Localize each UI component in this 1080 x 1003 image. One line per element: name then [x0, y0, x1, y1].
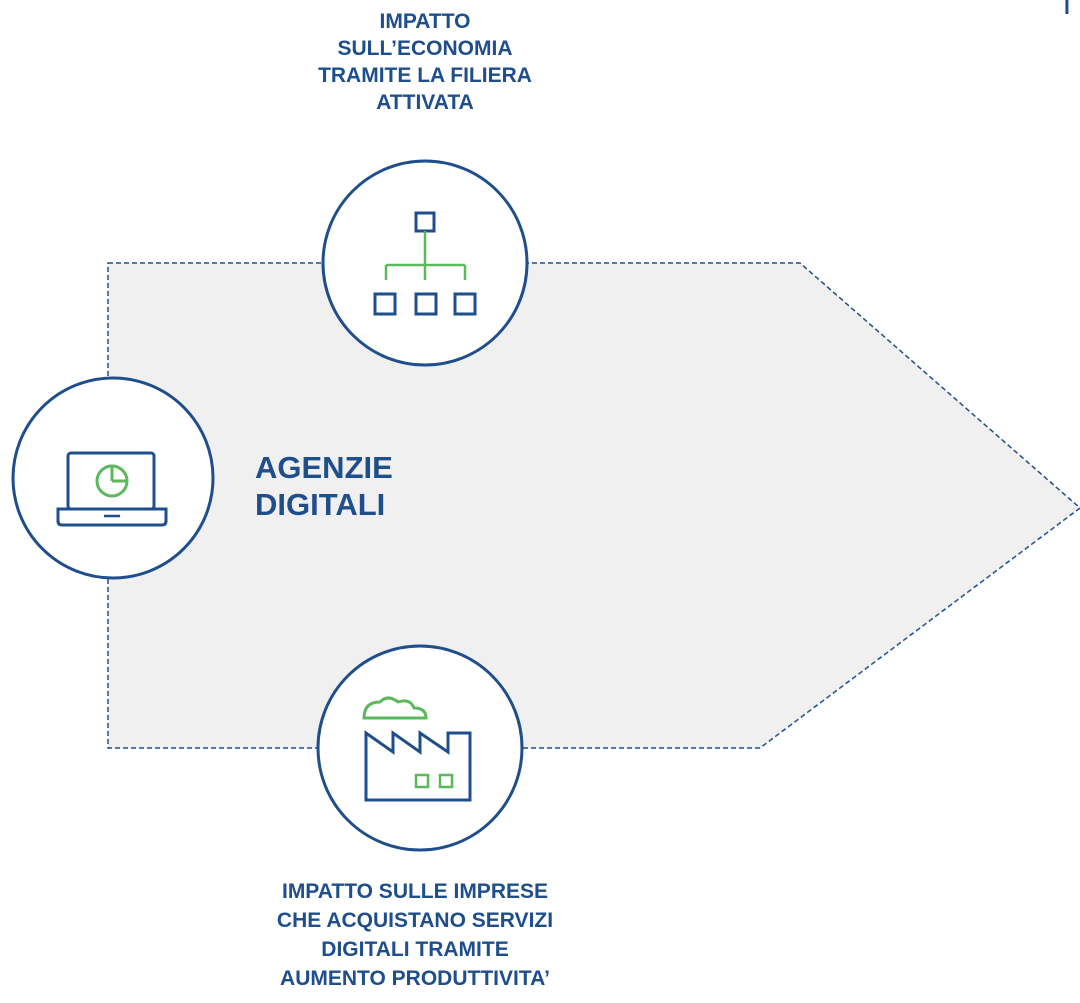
- top-impact-label: IMPATTO SULL’ECONOMIA TRAMITE LA FILIERA…: [318, 10, 532, 114]
- cropped-corner-text: I: [1064, 0, 1070, 19]
- left-node: [11, 376, 215, 580]
- factory-icon: [362, 696, 472, 802]
- center-title: AGENZIE DIGITALI: [255, 450, 393, 522]
- bottom-impact-label: IMPATTO SULLE IMPRESE CHE ACQUISTANO SER…: [276, 880, 554, 990]
- arrow-shape: [107, 262, 1080, 749]
- laptop-chart-icon: [56, 451, 168, 527]
- bottom-node: [316, 644, 524, 852]
- org-chart-icon: [373, 211, 477, 316]
- top-node: [321, 159, 529, 367]
